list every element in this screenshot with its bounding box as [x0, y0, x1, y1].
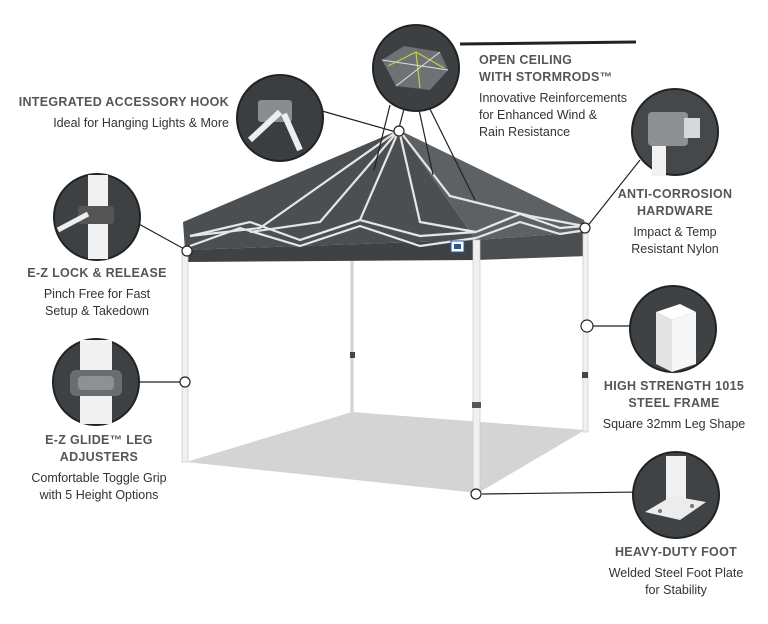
canopy-valance-front: [185, 240, 476, 262]
ceiling-title-2: WITH STORMRODS™: [479, 70, 613, 84]
hook-desc: Ideal for Hanging Lights & More: [53, 116, 229, 130]
foot-detail-circle: [632, 451, 720, 539]
foot-desc-1: Welded Steel Foot Plate: [608, 566, 744, 580]
glide-desc-2: with 5 Height Options: [39, 488, 159, 502]
roof-truss: [189, 129, 587, 248]
glide-desc-1: Comfortable Toggle Grip: [31, 471, 167, 485]
corrosion-title-2: HARDWARE: [636, 204, 713, 218]
canopy-roof-left: [183, 130, 476, 250]
lock-desc-2: Setup & Takedown: [44, 304, 149, 318]
glide-title-2: ADJUSTERS: [59, 450, 139, 464]
hook-label: INTEGRATED ACCESSORY HOOK Ideal for Hang…: [19, 94, 229, 132]
lock-label: E-Z LOCK & RELEASE Pinch Free for Fast S…: [22, 265, 172, 320]
canopy-valance-side: [476, 232, 588, 260]
ceiling-desc-1: Innovative Reinforcements: [479, 91, 627, 105]
hook-title: INTEGRATED ACCESSORY HOOK: [18, 95, 229, 109]
foot-label: HEAVY-DUTY FOOT Welded Steel Foot Plate …: [598, 544, 754, 599]
steel-label: HIGH STRENGTH 1015 STEEL FRAME Square 32…: [596, 378, 752, 433]
lock-title: E-Z LOCK & RELEASE: [27, 266, 167, 280]
stormrods-detail-circle: [372, 24, 460, 112]
corrosion-title-1: ANTI-CORROSION: [617, 187, 733, 201]
corrosion-desc-2: Resistant Nylon: [631, 242, 719, 256]
foot-desc-2: for Stability: [645, 583, 707, 597]
glide-label: E-Z GLIDE™ LEG ADJUSTERS Comfortable Tog…: [14, 432, 184, 504]
foot-title: HEAVY-DUTY FOOT: [614, 545, 738, 559]
steel-title-1: HIGH STRENGTH 1015: [603, 379, 745, 393]
ceiling-desc-2: for Enhanced Wind &: [479, 108, 598, 122]
canopy-roof-right: [399, 130, 588, 240]
callout-lines: [127, 40, 641, 495]
hook-detail-circle: [236, 74, 324, 162]
steel-desc: Square 32mm Leg Shape: [602, 417, 746, 431]
lock-detail-circle: [53, 173, 141, 261]
hardware-detail-circle: [631, 88, 719, 176]
glide-title-1: E-Z GLIDE™ LEG: [45, 433, 153, 447]
steel-title-2: STEEL FRAME: [628, 396, 720, 410]
callout-dots: [179, 125, 594, 500]
ceiling-desc-3: Rain Resistance: [479, 125, 571, 139]
lock-desc-1: Pinch Free for Fast: [43, 287, 151, 301]
corrosion-desc-1: Impact & Temp: [633, 225, 717, 239]
steel-detail-circle: [629, 285, 717, 373]
glide-detail-circle: [52, 338, 140, 426]
corrosion-label: ANTI-CORROSION HARDWARE Impact & Temp Re…: [616, 186, 734, 258]
ceiling-label: OPEN CEILING WITH STORMRODS™ Innovative …: [479, 52, 627, 141]
floor-shadow: [186, 412, 585, 493]
ceiling-title-1: OPEN CEILING: [479, 53, 573, 67]
